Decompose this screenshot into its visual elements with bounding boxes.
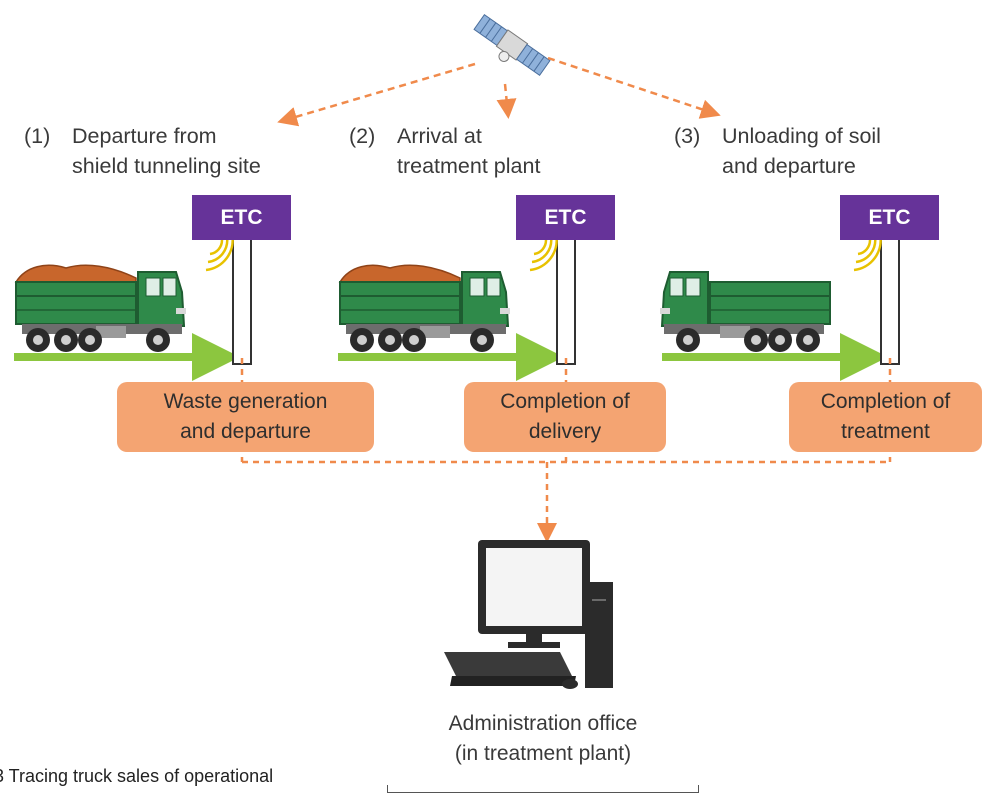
step-label: (2) Arrival at treatment plant [349, 121, 540, 181]
status-box-treatment: Completion of treatment [789, 382, 982, 452]
satellite-icon [473, 13, 551, 77]
office-line1: Administration office [448, 712, 638, 735]
dump-truck-icon [659, 271, 831, 353]
status-line2: and departure [180, 420, 311, 443]
step-label: (3) Unloading of soil and departure [674, 121, 881, 181]
etc-box: ETC [192, 195, 291, 240]
office-label: Administration office (in treatment plan… [387, 709, 699, 769]
etc-box: ETC [516, 195, 615, 240]
step-number: (1) [24, 124, 51, 148]
step-label: (1) Departure from shield tunneling site [24, 121, 261, 181]
step-line2: and departure [722, 154, 856, 178]
status-box-delivery: Completion of delivery [464, 382, 666, 452]
dump-truck-icon [15, 264, 187, 353]
computer-icon [444, 540, 613, 689]
status-line2: treatment [841, 420, 930, 443]
status-line1: Waste generation [163, 390, 328, 413]
figure-caption: 3 Tracing truck sales of operational [0, 766, 274, 786]
step-line1: Departure from [72, 124, 217, 148]
step-number: (2) [349, 124, 376, 148]
status-line1: Completion of [820, 390, 951, 413]
status-box-waste-generation: Waste generation and departure [117, 382, 374, 452]
step-line1: Unloading of soil [722, 124, 881, 148]
network-lines [240, 358, 892, 543]
step-line2: shield tunneling site [72, 154, 261, 178]
dump-truck-icon [339, 264, 511, 353]
status-line2: delivery [528, 420, 602, 443]
step-line2: treatment plant [397, 154, 541, 178]
step-number: (3) [674, 124, 701, 148]
step-line1: Arrival at [397, 124, 482, 148]
office-line2: (in treatment plant) [454, 742, 632, 765]
satellite-signal-arrows [277, 56, 721, 127]
status-line1: Completion of [500, 390, 630, 413]
etc-box: ETC [840, 195, 939, 240]
